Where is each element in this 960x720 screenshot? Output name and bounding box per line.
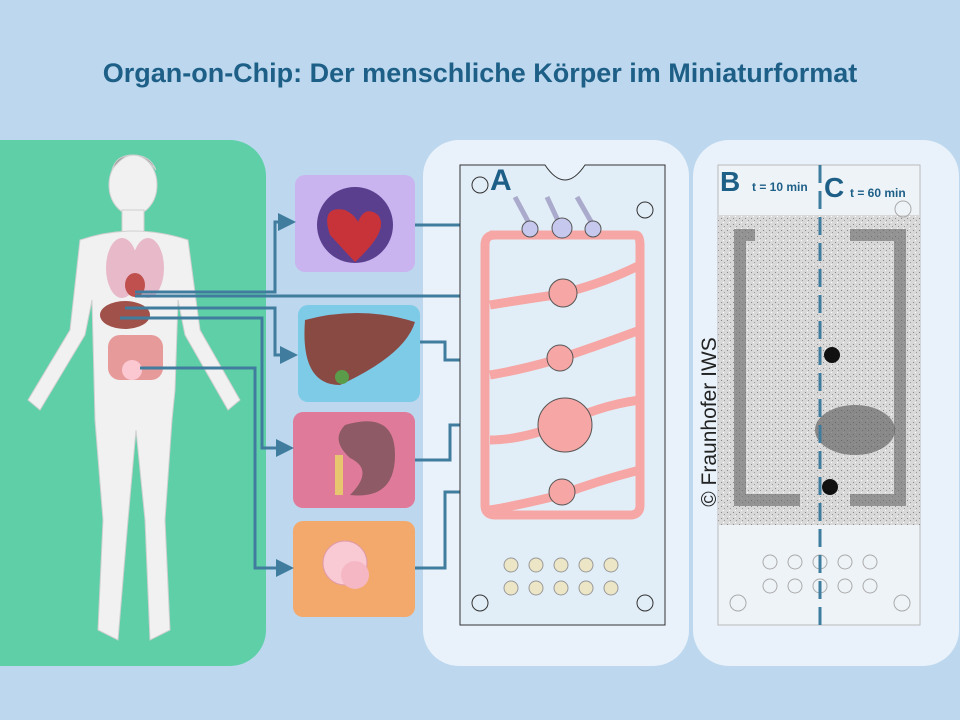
time-b: t = 10 min: [752, 180, 808, 194]
fluorescence-image: [718, 215, 920, 525]
fat-tissue-icon: [322, 540, 369, 589]
chip-valves: [512, 195, 602, 239]
chip-chambers: [537, 278, 593, 506]
label-c: C: [824, 172, 845, 203]
page-title: Organ-on-Chip: Der menschliche Körper im…: [102, 58, 858, 88]
imaged-channels: [734, 229, 906, 506]
time-c: t = 60 min: [850, 186, 906, 200]
dye-spot: [824, 347, 840, 363]
label-a: A: [490, 164, 512, 197]
liver-icon: [304, 312, 415, 385]
label-b: B: [720, 166, 741, 197]
heart-icon: [317, 187, 393, 263]
dye-spot: [822, 479, 838, 495]
dye-accumulation: [815, 405, 895, 455]
chip-ports: [471, 176, 654, 612]
kidney-icon: [335, 421, 395, 496]
copyright-text: © Fraunhofer IWS: [698, 337, 721, 507]
organs-in-body: [100, 238, 164, 380]
imaged-wells: [729, 200, 912, 612]
human-body-figure: [27, 154, 241, 641]
chip-wells: [503, 557, 619, 596]
